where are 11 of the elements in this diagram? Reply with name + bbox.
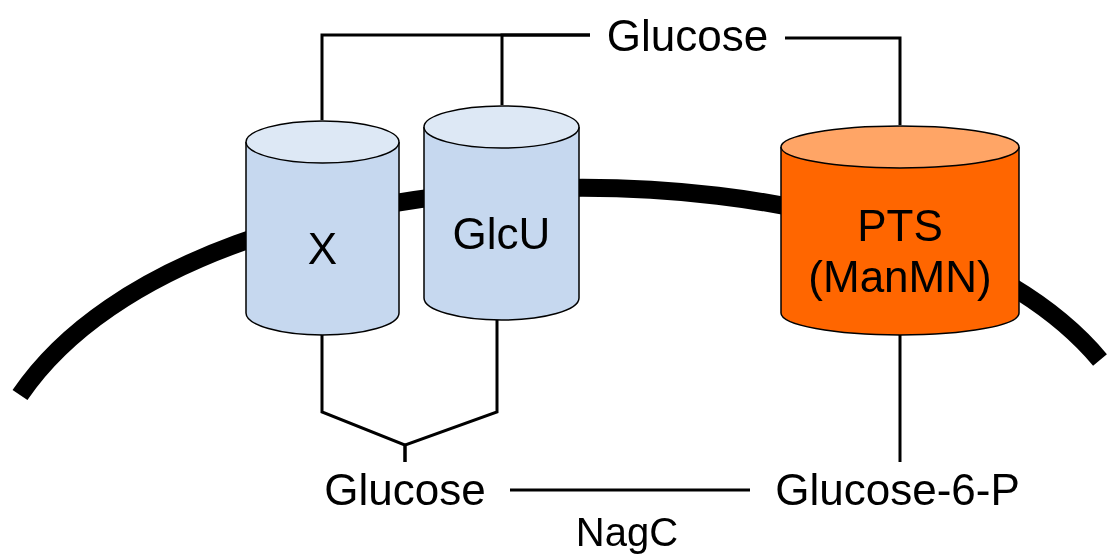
transporter-label: GlcU [452, 209, 551, 260]
connector-line [403, 320, 499, 462]
transporter-label: PTS (ManMN) [807, 201, 993, 303]
connector-line [500, 33, 590, 105]
connector-line [785, 36, 902, 125]
transporter-label: X [307, 224, 338, 275]
molecule-label: Glucose-6-P [775, 464, 1020, 516]
molecule-label: Glucose [606, 10, 769, 62]
connector-line [898, 335, 902, 462]
molecule-label: Glucose [324, 464, 486, 516]
connector-line [510, 488, 750, 492]
